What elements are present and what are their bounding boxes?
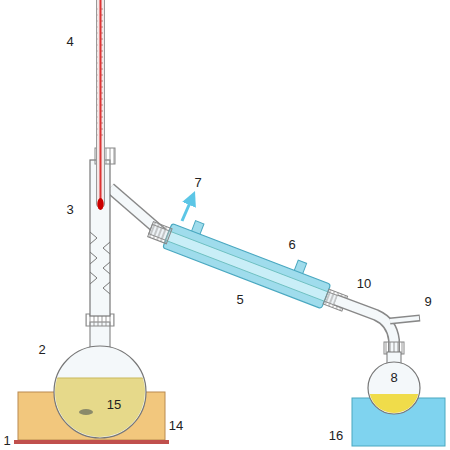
callout-number: 9 bbox=[424, 295, 431, 309]
callout-number: 3 bbox=[66, 203, 73, 217]
thermometer bbox=[97, 0, 105, 207]
callout-number: 6 bbox=[288, 238, 295, 252]
callout-number: 14 bbox=[169, 419, 183, 433]
flask-liquid bbox=[50, 378, 150, 448]
callout-number: 15 bbox=[107, 398, 121, 412]
callout-number: 16 bbox=[329, 429, 343, 443]
callout-number: 5 bbox=[236, 293, 243, 307]
callout-number: 4 bbox=[66, 35, 73, 49]
callout-number: 1 bbox=[3, 434, 10, 448]
callout-number: 10 bbox=[357, 277, 371, 291]
condenser bbox=[146, 207, 353, 316]
water-outlet-arrow bbox=[182, 198, 192, 221]
callout-number: 8 bbox=[390, 371, 397, 385]
vigreux-indents bbox=[90, 232, 110, 294]
thermometer-bulb bbox=[97, 198, 103, 210]
boiling-chips bbox=[79, 409, 93, 415]
callout-number: 2 bbox=[38, 343, 45, 357]
vacuum-barb bbox=[390, 318, 420, 321]
distillate bbox=[366, 394, 426, 424]
mercury-column bbox=[100, 0, 102, 200]
hot-plate bbox=[14, 440, 169, 444]
callout-number: 7 bbox=[194, 176, 201, 190]
